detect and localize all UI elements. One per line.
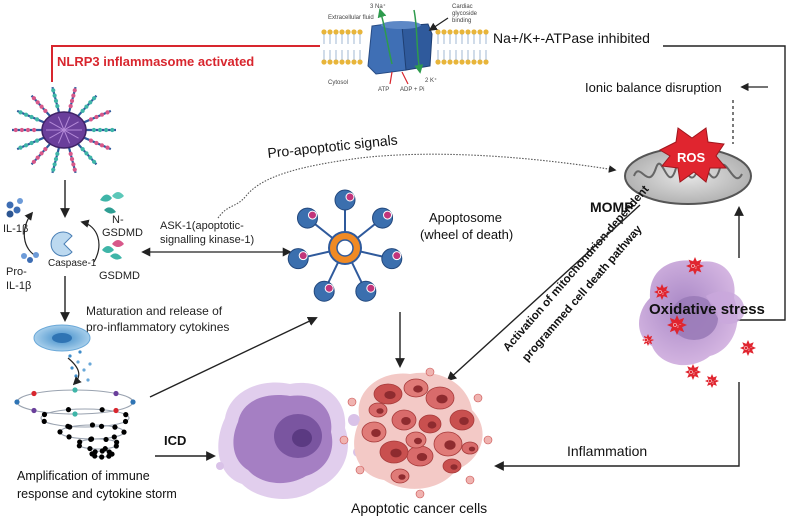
pro-il1b-label-1: Pro- (6, 266, 27, 278)
ionic-balance-label: Ionic balance disruption (585, 80, 722, 95)
amplification-label-2: response and cytokine storm (17, 487, 177, 501)
svg-text:O₂⁻: O₂⁻ (673, 323, 682, 329)
svg-text:O₂⁻: O₂⁻ (658, 290, 667, 296)
nlrp3-label: NLRP3 inflammasome activated (57, 54, 254, 69)
apoptosome-label-2: (wheel of death) (420, 227, 513, 242)
n-gsdmd-label-2: GSDMD (102, 227, 143, 239)
cardiac-binding-label-2: glycoside (452, 11, 478, 17)
membrane-pump-illustration: Extracellular fluid Cytosol 3 Na⁺ 2 K⁺ A… (321, 3, 489, 93)
il1b-icon (6, 198, 23, 218)
oxidative-cell-icon (639, 260, 745, 366)
k-ion-label: 2 K⁺ (425, 77, 437, 84)
n-gsdmd-label-1: N- (112, 214, 124, 226)
cytokine-release-arrow (67, 357, 82, 386)
adp-line (401, 71, 409, 85)
ros-label: ROS (677, 150, 706, 165)
immune-cell-icon (33, 324, 91, 352)
svg-text:O₂⁻: O₂⁻ (689, 370, 698, 376)
momp-label: MOMP (590, 199, 634, 215)
adp-label: ADP + Pi (400, 87, 424, 93)
inflammation-label: Inflammation (567, 443, 647, 459)
pro-il1b-icon (21, 252, 39, 263)
cardiac-binding-label-1: Cardiac (452, 4, 473, 10)
apoptotic-cancer-cells-icon (339, 367, 493, 499)
top-left-connector (51, 45, 320, 82)
svg-text:O₂⁻: O₂⁻ (708, 379, 717, 385)
top-right-connector (663, 45, 786, 321)
ros-burst-icon (658, 127, 728, 183)
atpase-top-cap (381, 21, 421, 29)
mito-pathway-label-1: Activation of mitochondrion-dependent (501, 183, 651, 353)
na-ion-path (377, 8, 393, 65)
n-gsdmd-icon (100, 192, 124, 214)
cardiac-binding-arrow (428, 17, 449, 31)
atp-line (389, 71, 393, 85)
svg-text:O₂⁻: O₂⁻ (644, 338, 653, 344)
extracellular-fluid-label: Extracellular fluid (328, 15, 374, 21)
icd-label: ICD (164, 433, 186, 448)
atpase-inhibited-label: Na+/K+-ATPase inhibited (493, 30, 650, 46)
superoxide-bursts: O₂⁻ O₂⁻ O₂⁻ O₂⁻ O₂⁻ O₂⁻ O₂⁻ (642, 257, 756, 388)
mito-to-cells-arrow (446, 204, 641, 382)
na-ion-label: 3 Na⁺ (370, 3, 386, 10)
atp-label: ATP (378, 87, 389, 93)
il1b-cycle-arc (23, 211, 39, 258)
caspase1-enzyme-icon (50, 231, 73, 257)
cardiac-binding-label-3: binding (452, 18, 471, 24)
cytokine-storm-icon (14, 387, 136, 460)
gsdmd-cycle-arc (80, 219, 100, 263)
apoptotic-cells-label: Apoptotic cancer cells (351, 500, 487, 516)
mito-pathway-label-2: programmed cell death pathway (520, 223, 645, 364)
icd-dying-cell (216, 382, 363, 500)
gsdmd-label: GSDMD (99, 270, 140, 282)
apoptosome-icon (287, 189, 403, 302)
svg-text:O₂⁻: O₂⁻ (691, 264, 700, 270)
nlrp3-inflammasome-icon (12, 86, 116, 174)
storm-to-apoptosome-arrow (149, 316, 318, 398)
svg-text:O₂⁻: O₂⁻ (744, 346, 753, 352)
maturation-label-2: pro-inflammatory cytokines (86, 320, 229, 334)
pro-apoptotic-signal-path (217, 153, 617, 219)
lipid-bilayer (321, 29, 489, 65)
caspase-cycle: IL-1β Pro- IL-1β Caspase-1 N- GSDMD GSDM… (3, 192, 143, 292)
apoptosome-label-1: Apoptosome (429, 210, 502, 225)
k-ion-path (413, 9, 424, 74)
ask1-label-1: ASK-1(apoptotic- (160, 220, 244, 232)
oxidative-stress-label: Oxidative stress (649, 301, 765, 318)
amplification-label-1: Amplification of immune (17, 469, 150, 483)
inflammation-arrow (494, 382, 740, 471)
il1b-label: IL-1β (3, 223, 28, 235)
maturation-label-1: Maturation and release of (86, 304, 223, 318)
gsdmd-icon (102, 240, 124, 260)
pro-il1b-label-2: IL-1β (6, 280, 31, 292)
cytokine-dots (68, 350, 92, 382)
cytosol-label: Cytosol (328, 80, 348, 86)
ask1-label-2: signalling kinase-1) (160, 234, 254, 246)
caspase1-label: Caspase-1 (48, 258, 97, 269)
